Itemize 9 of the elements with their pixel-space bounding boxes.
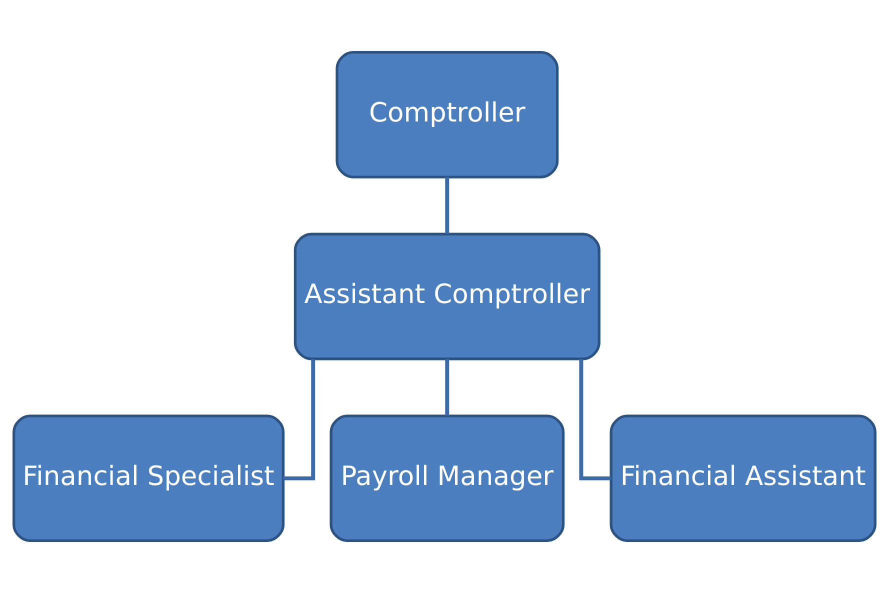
connector	[283, 359, 316, 480]
connector	[445, 359, 450, 416]
node-box: Payroll Manager	[330, 414, 565, 542]
node-box: Assistant Comptroller	[294, 232, 600, 360]
node-box: Financial Assistant	[610, 414, 876, 542]
node-box: Comptroller	[336, 50, 559, 178]
node-box: Financial Specialist	[12, 414, 285, 542]
connector	[445, 177, 450, 234]
connector	[579, 359, 611, 480]
